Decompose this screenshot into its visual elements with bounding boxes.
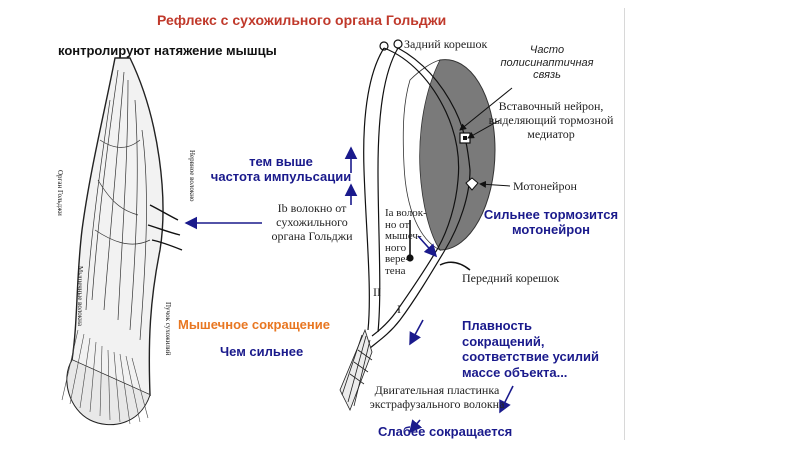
label-ia-fiber: Ia волок- но от мышеч- ного вере- тена — [385, 207, 427, 277]
annotation-stronger-inhibition-line2: мотонейрон — [511, 221, 590, 237]
label-ia-fiber-line3: мышеч- — [385, 230, 422, 243]
label-ib-fiber: Ib волокно от сухожильного органа Гольдж… — [262, 201, 362, 243]
label-interneuron: Вставочный нейрон, выделяющий тормозной … — [484, 99, 618, 141]
label-tendon-bundle: Пучок сухожилий — [164, 302, 172, 356]
label-often-polysynaptic: Часто полисинаптичная связь — [497, 44, 597, 82]
label-golgi-organ: Орган Гольджи — [56, 170, 64, 216]
label-often-polysynaptic-line2: полисинаптичная — [500, 56, 594, 69]
motoneuron-marker — [465, 177, 479, 191]
annotation-stronger-inhibition-line1: Сильнее тормозится — [483, 207, 619, 222]
label-ia-fiber-line2: но от — [385, 218, 410, 231]
label-roman-one: I — [397, 302, 401, 316]
label-dorsal-root: Задний корешок — [404, 37, 488, 51]
golgi-tendon-organ-drawing — [61, 57, 183, 426]
label-ia-fiber-line5: вере- — [385, 253, 410, 266]
annotation-stronger-inhibition: Сильнее тормозится мотонейрон — [478, 207, 624, 238]
annotation-smoothness-line3: соответствие усилий — [462, 349, 600, 365]
label-ib-fiber-line3: органа Гольджи — [271, 228, 353, 243]
spinal-cord-drawing — [402, 59, 496, 252]
label-motoneuron: Мотонейрон — [513, 179, 577, 193]
annotation-weaker-contracts: Слабее сокращается — [378, 424, 513, 439]
slide-right-border — [624, 8, 625, 440]
slide-subtitle: контролируют натяжение мышцы — [58, 43, 277, 58]
muscle-fan — [339, 328, 373, 411]
label-muscle-fibers: Мышечные волокна — [76, 266, 84, 326]
slide-title: Рефлекс с сухожильного органа Гольджи — [157, 12, 447, 28]
annotation-smoothness-line2: сокращений, — [462, 333, 545, 349]
label-pointers — [459, 87, 513, 188]
annotation-muscle-contraction: Мышечное сокращение — [178, 317, 330, 332]
label-nerve-fiber: Нервное волокно — [188, 150, 196, 202]
label-roman-two: II — [373, 285, 381, 299]
annotation-frequency-line2: частота импульсации — [210, 168, 352, 184]
label-ia-fiber-line1: Ia волок- — [385, 207, 427, 219]
annotation-smoothness: Плавность сокращений, соответствие усили… — [462, 318, 599, 380]
annotation-frequency-line1: тем выше — [249, 154, 313, 169]
label-often-polysynaptic-line3: связь — [533, 69, 561, 82]
label-end-plate-line1: Двигательная пластинка — [374, 383, 500, 397]
label-ia-fiber-line6: тена — [385, 264, 406, 277]
annotation-smoothness-line4: массе объекта... — [462, 364, 568, 380]
label-end-plate-line2: экстрафузального волокна — [369, 396, 505, 411]
label-ib-fiber-line1: Ib волокно от — [277, 201, 347, 215]
annotation-arrows — [184, 146, 514, 434]
label-interneuron-line3: медиатор — [527, 126, 575, 141]
annotation-frequency: тем выше частота импульсации — [206, 154, 356, 185]
annotation-smoothness-line1: Плавность — [462, 318, 533, 333]
label-interneuron-line2: выделяющий тормозной — [488, 112, 614, 127]
annotation-stronger: Чем сильнее — [220, 344, 304, 359]
label-ventral-root: Передний корешок — [462, 271, 560, 285]
label-often-polysynaptic-line1: Часто — [529, 44, 565, 56]
label-end-plate: Двигательная пластинка экстрафузального … — [367, 383, 507, 412]
label-interneuron-line1: Вставочный нейрон, — [498, 99, 604, 113]
label-ia-fiber-line4: ного — [385, 241, 407, 254]
nerve-pathway — [363, 39, 471, 349]
label-ib-fiber-line2: сухожильного — [276, 214, 348, 229]
